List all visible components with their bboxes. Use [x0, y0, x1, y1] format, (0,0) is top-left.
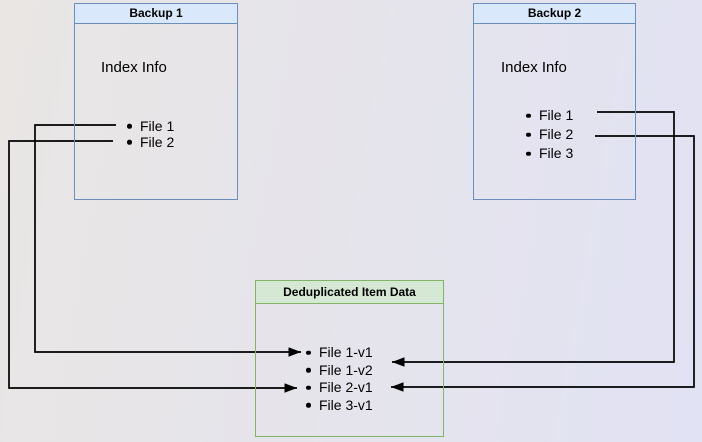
backup1-file-list: File 1 File 2	[127, 118, 174, 150]
backup2-index-info-label: Index Info	[501, 59, 567, 76]
backup1-file-1: File 1	[127, 118, 174, 134]
backup1-file-2: File 2	[127, 134, 174, 150]
backup2-file-1: File 1	[526, 106, 573, 125]
backup2-box: Backup 2 Index Info File 1 File 2 File 3	[473, 3, 636, 200]
backup2-file-3: File 3	[526, 144, 573, 163]
dedup-header: Deduplicated Item Data	[256, 281, 443, 304]
backup2-header: Backup 2	[474, 4, 635, 24]
backup1-box: Backup 1 Index Info File 1 File 2	[74, 3, 238, 200]
backup1-title: Backup 1	[129, 6, 183, 20]
dedup-file-3-v1: File 3-v1	[306, 397, 373, 415]
backup2-file-list: File 1 File 2 File 3	[526, 106, 573, 163]
dedup-file-2-v1: File 2-v1	[306, 379, 373, 397]
backup1-header: Backup 1	[75, 4, 237, 24]
dedup-file-1-v1: File 1-v1	[306, 344, 373, 362]
backup2-title: Backup 2	[527, 6, 582, 20]
backup2-file-2: File 2	[526, 125, 573, 144]
dedup-file-1-v2: File 1-v2	[306, 362, 373, 380]
dedup-box: Deduplicated Item Data File 1-v1 File 1-…	[255, 280, 444, 437]
dedup-title: Deduplicated Item Data	[283, 285, 416, 299]
backup1-index-info-label: Index Info	[101, 59, 167, 76]
dedup-item-list: File 1-v1 File 1-v2 File 2-v1 File 3-v1	[306, 344, 373, 414]
